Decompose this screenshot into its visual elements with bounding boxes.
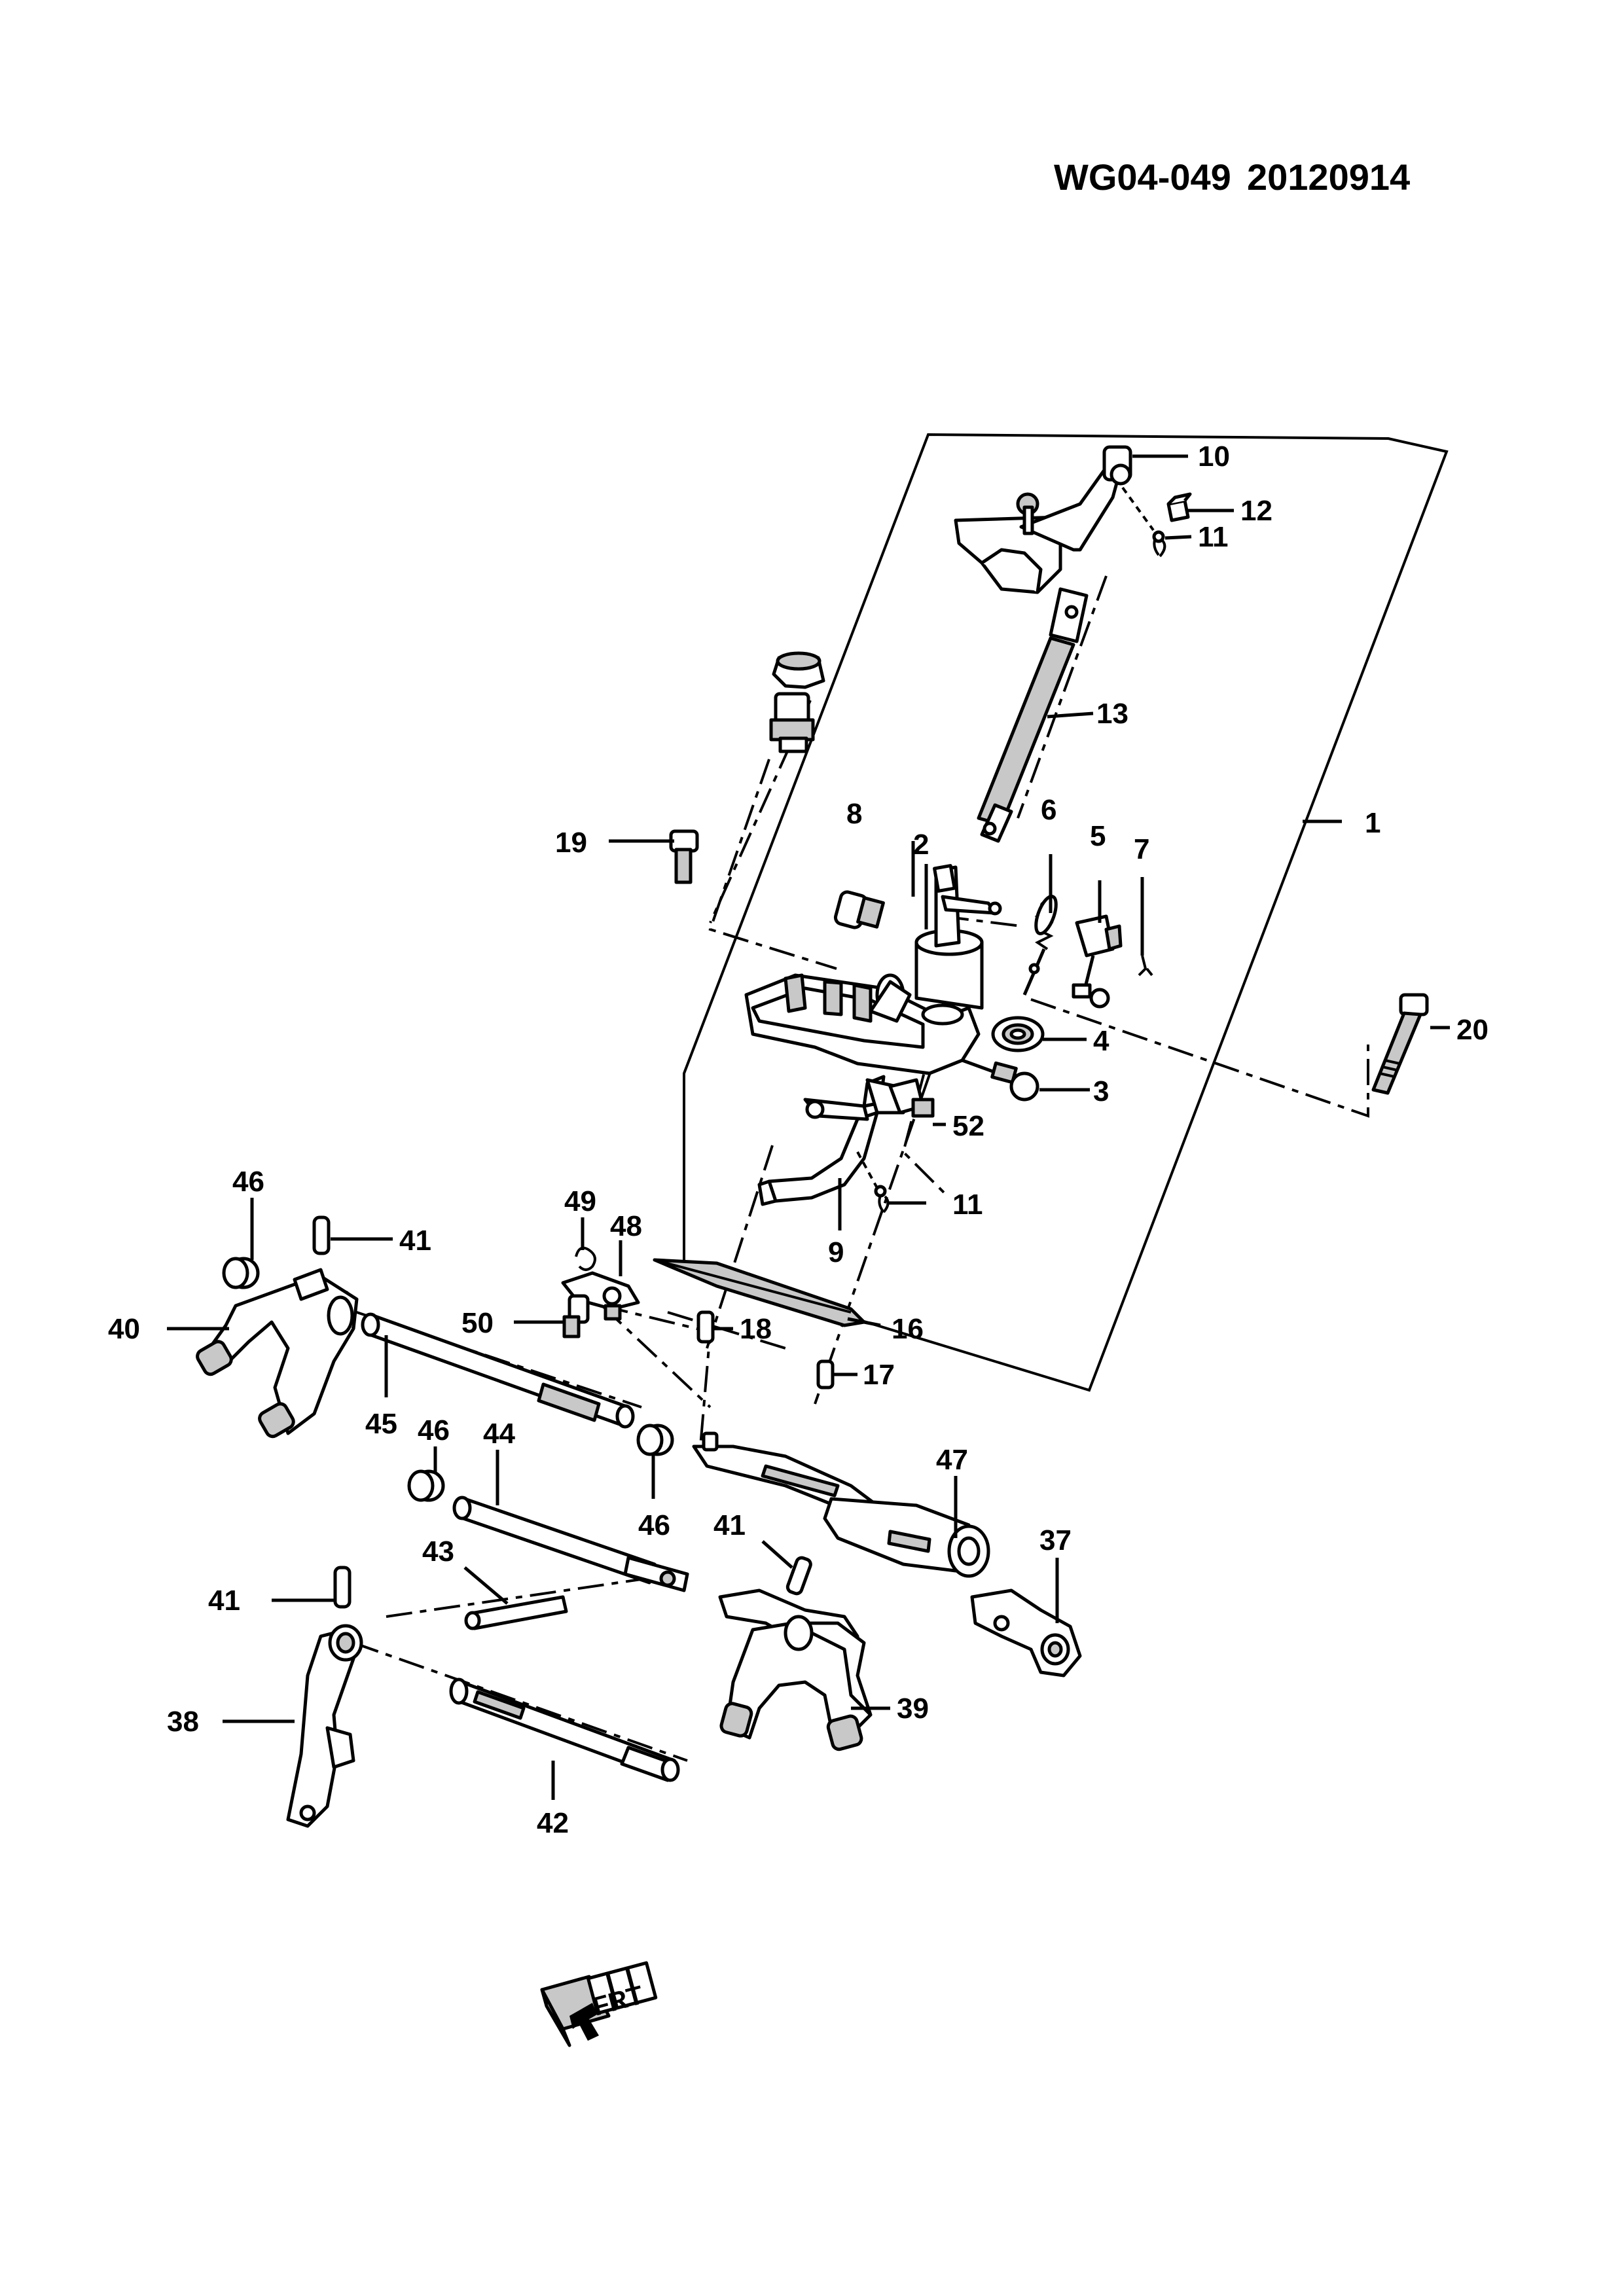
callout-6: 6	[1041, 794, 1056, 826]
part-41-roll-pin-b	[785, 1556, 812, 1596]
part-20-long-bolt	[1371, 993, 1429, 1095]
callout-16: 16	[892, 1313, 924, 1345]
callout-20: 20	[1456, 1014, 1489, 1046]
callout-46-c: 46	[638, 1509, 670, 1541]
callout-10: 10	[1198, 440, 1230, 473]
callout-12: 12	[1240, 495, 1272, 527]
part-6-spring	[1022, 895, 1058, 996]
part-13-shift-rod	[977, 587, 1089, 843]
front-direction-marker: FRT	[540, 1961, 658, 2047]
part-2-shift-housing	[744, 864, 1002, 1075]
part-44-shift-rail	[452, 1496, 689, 1592]
callout-41-b: 41	[713, 1509, 746, 1541]
part-37-shift-lug	[970, 1588, 1082, 1677]
callout-52: 52	[952, 1110, 984, 1142]
diagram-code: WG04-049	[1054, 156, 1231, 198]
part-41-roll-pin-c	[333, 1566, 352, 1609]
callout-13: 13	[1096, 698, 1128, 730]
callout-46-b: 46	[418, 1414, 450, 1446]
callout-4: 4	[1093, 1025, 1110, 1057]
part-46-bushing-c	[636, 1424, 674, 1456]
part-7-pin	[1138, 955, 1153, 977]
part-11-pin-lower	[856, 1151, 890, 1213]
part-45-shift-rail	[361, 1312, 635, 1429]
part-47-shift-rail-lug	[692, 1431, 990, 1578]
callout-5: 5	[1090, 820, 1106, 852]
part-switch-fitting	[769, 651, 825, 753]
part-12-clip	[1166, 492, 1192, 522]
callout-2: 2	[913, 829, 929, 861]
part-8-bolt	[833, 890, 885, 929]
part-19-bolt	[669, 829, 699, 884]
callout-9: 9	[828, 1236, 844, 1268]
part-38-shift-fork	[286, 1624, 363, 1828]
callout-44: 44	[483, 1418, 515, 1450]
callout-11-lower: 11	[952, 1189, 983, 1221]
callout-38: 38	[167, 1706, 199, 1738]
part-46-bushing-a	[222, 1257, 260, 1289]
part-50-bolt	[562, 1294, 590, 1338]
callout-1: 1	[1365, 807, 1380, 839]
part-40-shift-fork	[196, 1268, 359, 1439]
callout-39: 39	[897, 1693, 929, 1725]
part-49-clip	[575, 1246, 596, 1271]
callout-41-a: 41	[399, 1225, 431, 1257]
callout-3: 3	[1093, 1075, 1109, 1107]
part-42-shift-rail	[449, 1677, 680, 1782]
part-52-interlock	[862, 1075, 935, 1118]
part-5-bracket	[1072, 914, 1123, 1009]
callout-8: 8	[846, 798, 862, 830]
callout-45: 45	[365, 1408, 397, 1440]
part-46-bushing-b	[407, 1469, 445, 1502]
part-11-pin-upper	[1152, 530, 1166, 558]
callout-49: 49	[564, 1185, 596, 1217]
callout-47: 47	[936, 1444, 968, 1476]
callout-46-a: 46	[232, 1166, 264, 1198]
part-10-shift-lever-bracket	[954, 445, 1132, 594]
callout-48: 48	[610, 1210, 642, 1242]
callout-7: 7	[1134, 833, 1149, 865]
callout-11-upper: 11	[1198, 521, 1229, 553]
callout-leaders	[167, 454, 1450, 1800]
callout-43: 43	[422, 1535, 454, 1568]
assembly-frame	[683, 433, 1449, 1392]
callout-37: 37	[1039, 1524, 1072, 1556]
callout-40: 40	[108, 1313, 140, 1345]
callout-labels: 1 2 3 4 5 6 7 8 9 10 11 11 12 13 16 17 1…	[108, 440, 1489, 1839]
callout-50: 50	[461, 1307, 494, 1339]
part-18-dowel	[696, 1310, 715, 1344]
part-43-interlock-pin	[464, 1595, 568, 1630]
part-17-dowel	[816, 1359, 835, 1390]
part-4-bushing	[991, 1016, 1045, 1052]
part-41-roll-pin-a	[312, 1215, 331, 1255]
part-39-shift-fork	[718, 1588, 873, 1751]
callout-41-c: 41	[208, 1585, 240, 1617]
callout-18: 18	[740, 1313, 772, 1345]
callout-19: 19	[555, 827, 587, 859]
part-3-bolt	[962, 1058, 1039, 1102]
callout-42: 42	[537, 1807, 569, 1839]
callout-17: 17	[863, 1359, 895, 1391]
part-9-selector-lever	[757, 1098, 879, 1206]
diagram-date: 20120914	[1247, 156, 1410, 198]
